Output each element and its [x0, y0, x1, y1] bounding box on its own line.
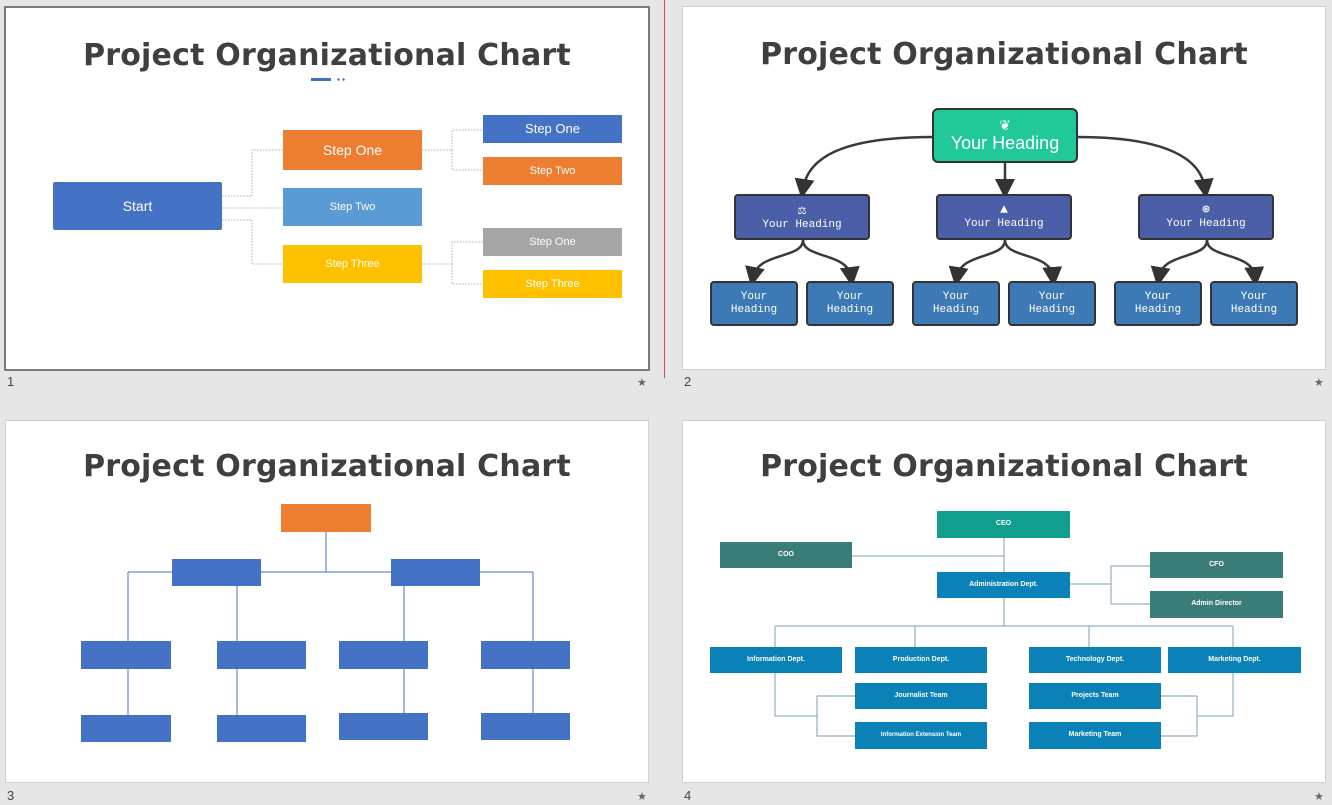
slide-thumbnail-3[interactable]: Project Organizational Chart: [5, 420, 649, 783]
marketing-team-node: Marketing Team: [1029, 722, 1161, 749]
title-underline: [311, 78, 331, 81]
level2-box-3: [339, 641, 428, 669]
mountain-icon: ▲: [1000, 202, 1008, 218]
admin-director-node: Admin Director: [1150, 591, 1283, 618]
level1-box-2: [391, 559, 480, 586]
technology-dept-node: Technology Dept.: [1029, 647, 1161, 673]
level3-box-4: [481, 713, 570, 740]
top-box: [281, 504, 371, 532]
root-heading-node: ❦ Your Heading: [932, 108, 1078, 163]
level2-node-5: Your Heading: [1114, 281, 1202, 326]
step-one-node: Step One: [283, 130, 422, 170]
projects-team-node: Projects Team: [1029, 683, 1161, 709]
level2-node-3: Your Heading: [912, 281, 1000, 326]
level1-node-1: ⚖ Your Heading: [734, 194, 870, 240]
admin-dept-node: Administration Dept.: [937, 572, 1070, 598]
level1-box-1: [172, 559, 261, 586]
slide-number-4: 4: [684, 788, 692, 803]
plant-icon: ❦: [999, 117, 1011, 134]
level2-box-1: [81, 641, 171, 669]
information-extension-team-node: Information Extension Team: [855, 722, 987, 749]
slide-number-3: 3: [7, 788, 15, 803]
slide-title: Project Organizational Chart: [83, 449, 571, 484]
slide-number-1: 1: [7, 374, 15, 389]
root-heading-label: Your Heading: [950, 133, 1060, 154]
coo-node: COO: [720, 542, 852, 568]
level2-box-2: [217, 641, 306, 669]
cfo-node: CFO: [1150, 552, 1283, 578]
slide-number-2: 2: [684, 374, 692, 389]
connector-lines: [222, 129, 484, 285]
information-dept-node: Information Dept.: [710, 647, 842, 673]
level2-node-6: Your Heading: [1210, 281, 1298, 326]
star-icon[interactable]: ★: [637, 791, 647, 803]
journalist-team-node: Journalist Team: [855, 683, 987, 709]
level2-box-4: [481, 641, 570, 669]
level2-node-1: Your Heading: [710, 281, 798, 326]
pane-splitter[interactable]: [664, 0, 665, 378]
slide-title: Project Organizational Chart: [83, 38, 571, 73]
slide-thumbnail-2[interactable]: Project Organizational Chart ❦ Your Head…: [682, 6, 1326, 370]
connector-arrows: [745, 135, 1265, 287]
level2-node-4: Your Heading: [1008, 281, 1096, 326]
star-icon[interactable]: ★: [1314, 791, 1324, 803]
ceo-node: CEO: [937, 511, 1070, 538]
title-dots: [336, 78, 346, 81]
slide-title: Project Organizational Chart: [760, 449, 1248, 484]
star-icon[interactable]: ★: [1314, 377, 1324, 389]
slide-thumbnail-4[interactable]: Project Organizational Chart CEO COO Adm…: [682, 420, 1326, 783]
level3-box-2: [217, 715, 306, 742]
level3-box-3: [339, 713, 428, 740]
sub-step-one-gray-node: Step One: [483, 228, 622, 256]
antenna-icon: ⊛: [1202, 202, 1210, 218]
slide-title: Project Organizational Chart: [760, 37, 1248, 72]
step-two-node: Step Two: [283, 188, 422, 226]
sub-step-three-node: Step Three: [483, 270, 622, 298]
level1-node-3: ⊛ Your Heading: [1138, 194, 1274, 240]
step-three-node: Step Three: [283, 245, 422, 283]
sub-step-two-node: Step Two: [483, 157, 622, 185]
connector-lines: [774, 538, 1234, 737]
level2-node-2: Your Heading: [806, 281, 894, 326]
star-icon[interactable]: ★: [637, 377, 647, 389]
level3-box-1: [81, 715, 171, 742]
slide-thumbnail-1[interactable]: Project Organizational Chart Start Step …: [4, 6, 650, 371]
scales-icon: ⚖: [797, 202, 807, 219]
level1-node-2: ▲ Your Heading: [936, 194, 1072, 240]
marketing-dept-node: Marketing Dept.: [1168, 647, 1301, 673]
sub-step-one-node: Step One: [483, 115, 622, 143]
start-node: Start: [53, 182, 222, 230]
production-dept-node: Production Dept.: [855, 647, 987, 673]
